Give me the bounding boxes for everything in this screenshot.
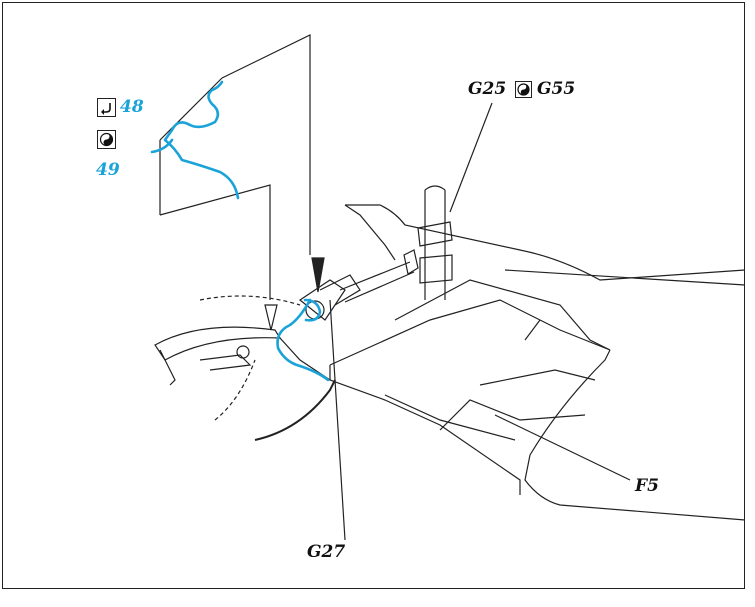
leader-g25 — [449, 102, 493, 213]
yin-yang-icon-2 — [97, 130, 116, 149]
thread-upper — [163, 80, 240, 200]
label-g25: G25 — [468, 79, 507, 99]
leader-f5 — [494, 414, 631, 481]
label-49: 49 — [96, 160, 120, 180]
label-f5: F5 — [635, 476, 659, 496]
yin-yang-icon — [515, 81, 532, 98]
bobbin-arc — [254, 379, 336, 441]
leader-g27 — [329, 299, 346, 541]
label-g55: G55 — [537, 79, 576, 99]
machine-plate — [345, 204, 746, 281]
callout-frame — [159, 34, 311, 300]
label-48: 48 — [120, 97, 144, 117]
hook-arrow-icon — [97, 98, 116, 117]
thread-lower — [276, 298, 330, 382]
label-g27: G27 — [307, 542, 346, 562]
diagram-border — [2, 2, 745, 589]
